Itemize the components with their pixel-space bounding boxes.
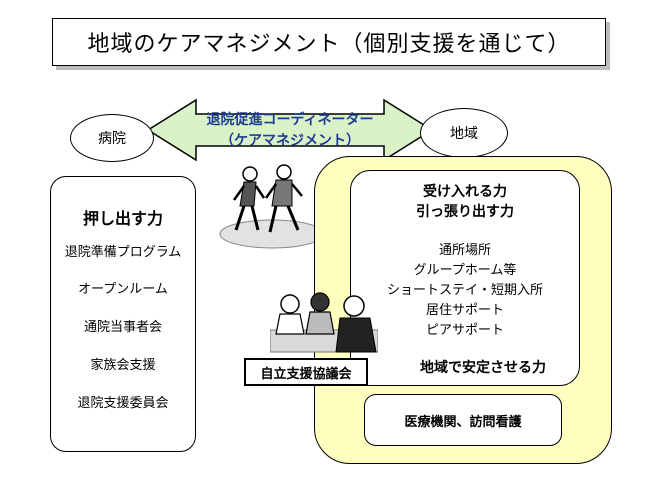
push-out-heading: 押し出す力	[82, 209, 163, 228]
medical-visiting-nursing-label: 医療機関、訪問看護	[404, 414, 522, 430]
walking-people-icon	[219, 164, 324, 249]
list-item: 居住サポート	[425, 303, 504, 318]
arrow-label: 退院促進コーディネーター （ケアマネジメント）	[188, 110, 392, 152]
list-item: ピアサポート	[425, 323, 504, 338]
list-item: ショートステイ・短期入所	[386, 283, 543, 298]
medical-visiting-nursing-box: 医療機関、訪問看護	[364, 394, 562, 446]
care-management-label: （ケアマネジメント）	[220, 133, 360, 149]
meeting-people-icon	[270, 292, 378, 353]
page-title: 地域のケアマネジメント（個別支援を通じて）	[52, 18, 606, 66]
stabilize-force-label: 地域で安定させる力	[420, 360, 546, 376]
community-label: 地域	[450, 126, 478, 142]
list-item: 通院当事者会	[83, 320, 162, 335]
hospital-label: 病院	[98, 131, 126, 147]
list-item: 退院支援委員会	[77, 396, 169, 411]
push-out-force-box: 押し出す力 退院準備プログラム オープンルーム 通院当事者会 家族会支援 退院支…	[50, 176, 196, 452]
list-item: グループホーム等	[413, 263, 517, 278]
list-item: 退院準備プログラム	[64, 245, 182, 260]
community-node: 地域	[420, 108, 508, 158]
list-item: 家族会支援	[90, 358, 156, 373]
coordinator-label: 退院促進コーディネーター	[206, 112, 374, 128]
accept-force-heading: 受け入れる力	[423, 184, 507, 200]
community-support-box: 受け入れる力 引っ張り出す力 通所場所 グループホーム等 ショートステイ・短期入…	[350, 170, 580, 386]
list-item: 通所場所	[438, 243, 491, 258]
hospital-node: 病院	[70, 114, 154, 162]
pull-out-force-heading: 引っ張り出す力	[416, 204, 514, 220]
independence-support-council-label: 自立支援協議会	[244, 358, 368, 386]
list-item: オープンルーム	[78, 282, 168, 297]
